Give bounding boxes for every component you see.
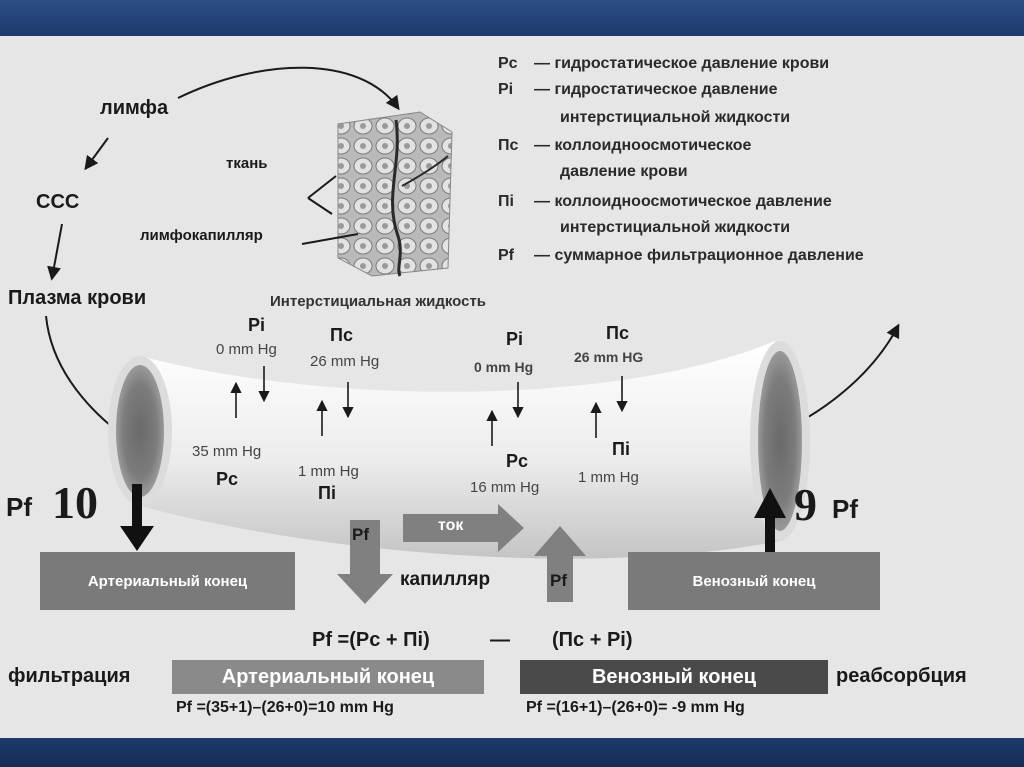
pf-right-symbol: Pf xyxy=(832,494,858,524)
arterial-pi-colloid-symbol: Пi xyxy=(318,483,336,503)
venous-bar-label: Венозный конец xyxy=(591,665,756,688)
legend-text: давление крови xyxy=(560,163,688,180)
legend-text: интерстициальной жидкости xyxy=(560,219,791,236)
legend-text: интерстициальной жидкости xyxy=(560,109,791,126)
ccc-label: ССС xyxy=(36,191,80,213)
venous-formula-bar xyxy=(520,660,828,694)
venous-end-box xyxy=(628,552,880,610)
venous-end-label: Венозный конец xyxy=(692,572,816,590)
legend-sym: Pc xyxy=(498,55,518,72)
slide: лимфа ССС Плазма крови ткань лимфокапилл… xyxy=(0,36,1024,738)
lymph-capillary-label: лимфокапилляр xyxy=(140,227,263,244)
capillary-tube xyxy=(108,341,810,559)
flow-label: ток xyxy=(438,517,464,534)
legend-sym: Pi xyxy=(498,81,514,98)
arterial-pc-symbol: Pc xyxy=(216,469,239,489)
window-frame-bottom xyxy=(0,738,1024,767)
venous-pi-symbol: Pi xyxy=(506,329,524,349)
filtration-label: фильтрация xyxy=(8,665,131,687)
pressure-arrows xyxy=(230,366,628,446)
pf-up-label: Pf xyxy=(550,571,567,590)
venous-pc-value: 16 mm Hg xyxy=(470,479,540,496)
venous-pc-colloid-value: 26 mm HG xyxy=(574,349,644,365)
legend-sym: Pf xyxy=(498,247,514,264)
block-arrows xyxy=(337,504,586,604)
legend-sym: Пс xyxy=(498,137,519,154)
tissue-label: ткань xyxy=(226,155,268,172)
arterial-end-label: Артериальный конец xyxy=(87,572,248,590)
legend-text: — гидростатическое давление крови xyxy=(534,55,830,72)
legend-text: — коллоидноосмотическое xyxy=(534,137,752,154)
pf-right-value: 9 xyxy=(794,479,817,530)
capillary-label: капилляр xyxy=(400,569,491,590)
formula-right: (Пс + Pi) xyxy=(552,629,633,651)
plasma-label: Плазма крови xyxy=(8,287,147,309)
arterial-bar-label: Артериальный конец xyxy=(221,665,435,688)
arterial-pc-value: 35 mm Hg xyxy=(192,443,262,460)
arterial-pi-value: 0 mm Hg xyxy=(216,341,277,358)
pf-left-value: 10 xyxy=(52,477,98,528)
reabsorption-label: реабсорбция xyxy=(836,665,967,687)
tissue-block xyxy=(337,111,453,277)
arterial-pi-symbol: Pi xyxy=(248,315,266,335)
venous-pc-symbol: Pc xyxy=(506,451,529,471)
formula-left: Pf =(Pc + Пi) xyxy=(312,629,430,651)
formula-dash: — xyxy=(490,629,510,651)
arterial-pi-colloid-value: 1 mm Hg xyxy=(298,463,359,480)
arterial-end-box xyxy=(40,552,295,610)
calc-arterial: Pf =(35+1)–(26+0)=10 mm Hg xyxy=(176,699,394,716)
pf-down-label: Pf xyxy=(352,525,369,544)
pf-left-symbol: Pf xyxy=(6,492,32,522)
venous-pi-value: 0 mm Hg xyxy=(474,359,534,375)
diagram-graphics xyxy=(40,66,900,694)
legend-text: — гидростатическое давление xyxy=(534,81,778,98)
legend-text: — суммарное фильтрационное давление xyxy=(534,247,864,264)
legend-text: — коллоидноосмотическое давление xyxy=(534,193,832,210)
window-frame-top xyxy=(0,0,1024,36)
lymph-label: лимфа xyxy=(100,97,169,119)
calc-venous: Pf =(16+1)–(26+0)= -9 mm Hg xyxy=(526,699,745,716)
venous-pc-colloid-symbol: Пс xyxy=(606,323,629,343)
venous-pi-colloid-symbol: Пi xyxy=(612,439,630,459)
legend-sym: Пi xyxy=(498,193,514,210)
interstitial-label: Интерстициальная жидкость xyxy=(270,293,487,310)
venous-pi-colloid-value: 1 mm Hg xyxy=(578,469,639,486)
pf-big-arrows xyxy=(120,484,786,553)
arterial-formula-bar xyxy=(172,660,484,694)
arterial-pc-colloid-value: 26 mm Hg xyxy=(310,353,380,370)
arterial-pc-colloid-symbol: Пс xyxy=(330,325,353,345)
